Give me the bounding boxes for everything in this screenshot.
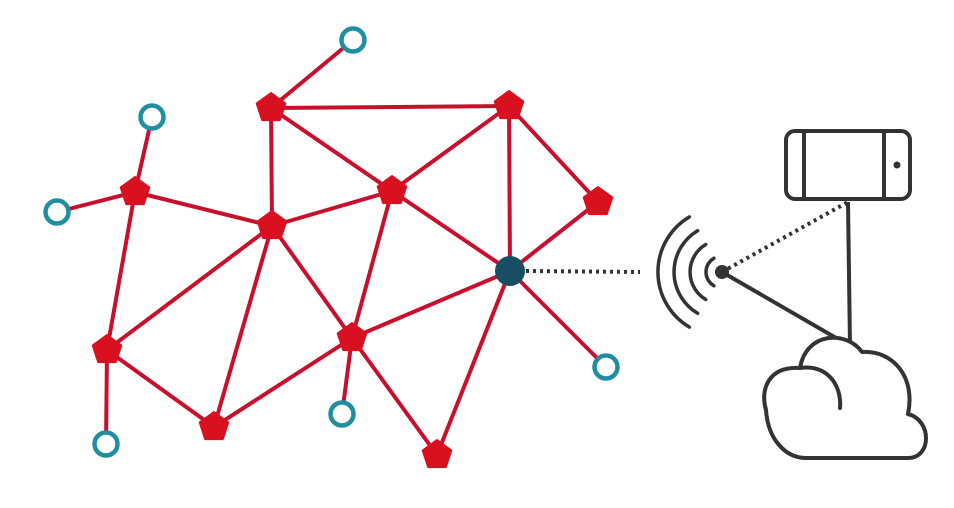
- signal-arc-2: [688, 242, 708, 302]
- signal-arc-3: [672, 228, 700, 316]
- mesh-link-r3-r5: [133, 190, 274, 228]
- cloud-outline: [762, 335, 928, 460]
- smartphone-icon: [784, 129, 912, 201]
- pentagon-node-icon: [336, 322, 368, 352]
- pentagon-node-icon: [255, 92, 287, 122]
- mesh-link-r6-gw: [508, 200, 600, 273]
- ring-node-icon: [138, 103, 166, 131]
- mesh-link-r5-r9: [212, 224, 274, 429]
- mesh-link-gw-r10: [435, 269, 512, 457]
- mesh-link-r4-r5: [270, 189, 394, 228]
- pentagon-node-icon: [421, 439, 453, 469]
- mesh-link-r2-gw: [507, 104, 512, 273]
- radio-to-phone-dotted-link: [721, 200, 849, 274]
- pentagon-node-icon: [493, 90, 525, 120]
- ring-node-icon: [328, 400, 356, 428]
- wireless-signal-icon: [656, 215, 729, 329]
- gateway-node-icon: [495, 256, 525, 286]
- mesh-nodes: [91, 90, 614, 469]
- mesh-link-r1-r2: [269, 104, 511, 110]
- mesh-link-r1-e1: [269, 38, 355, 110]
- pentagon-node-icon: [91, 334, 123, 364]
- cloud-inner-curve: [798, 365, 843, 410]
- mesh-link-r2-r4: [390, 104, 511, 193]
- radio-to-cloud-link: [720, 270, 852, 348]
- mesh-link-r1-r4: [269, 106, 394, 193]
- phone-to-cloud-link: [846, 201, 852, 347]
- mesh-link-r4-r8: [350, 189, 394, 340]
- mesh-link-r8-r9: [212, 336, 354, 429]
- mesh-links: [55, 38, 608, 457]
- signal-arc-1: [704, 256, 716, 288]
- pentagon-node-icon: [198, 411, 230, 441]
- mesh-link-r7-r9: [105, 348, 216, 429]
- radio-dot: [715, 265, 729, 279]
- mesh-link-r4-gw: [390, 189, 512, 273]
- mesh-link-r7-e6: [104, 348, 109, 446]
- mesh-link-r2-r6: [507, 104, 600, 204]
- end-devices: [43, 26, 620, 458]
- pentagon-node-icon: [582, 186, 614, 216]
- gateway-to-radio-dotted-link: [525, 269, 641, 274]
- signal-arc-4: [656, 215, 692, 329]
- ring-node-icon: [592, 353, 620, 381]
- mesh-link-r1-r5: [269, 106, 274, 228]
- phone-body: [784, 129, 912, 201]
- pentagon-node-icon: [376, 175, 408, 205]
- mesh-link-gw-e4: [508, 269, 608, 369]
- uplink-lines: [525, 200, 852, 348]
- cloud-icon: [762, 335, 928, 460]
- ring-node-icon: [339, 26, 367, 54]
- mesh-link-r8-r10: [350, 336, 439, 457]
- mesh-link-r5-r8: [270, 224, 354, 340]
- phone-home-button: [893, 161, 901, 169]
- pentagon-node-icon: [119, 176, 151, 206]
- mesh-link-r5-r7: [105, 224, 274, 352]
- ring-node-icon: [43, 198, 71, 226]
- ring-node-icon: [92, 430, 120, 458]
- mesh-link-r8-gw: [350, 269, 512, 340]
- gateway-node: [495, 256, 525, 286]
- mesh-link-r3-r7: [105, 190, 137, 352]
- pentagon-node-icon: [256, 210, 288, 240]
